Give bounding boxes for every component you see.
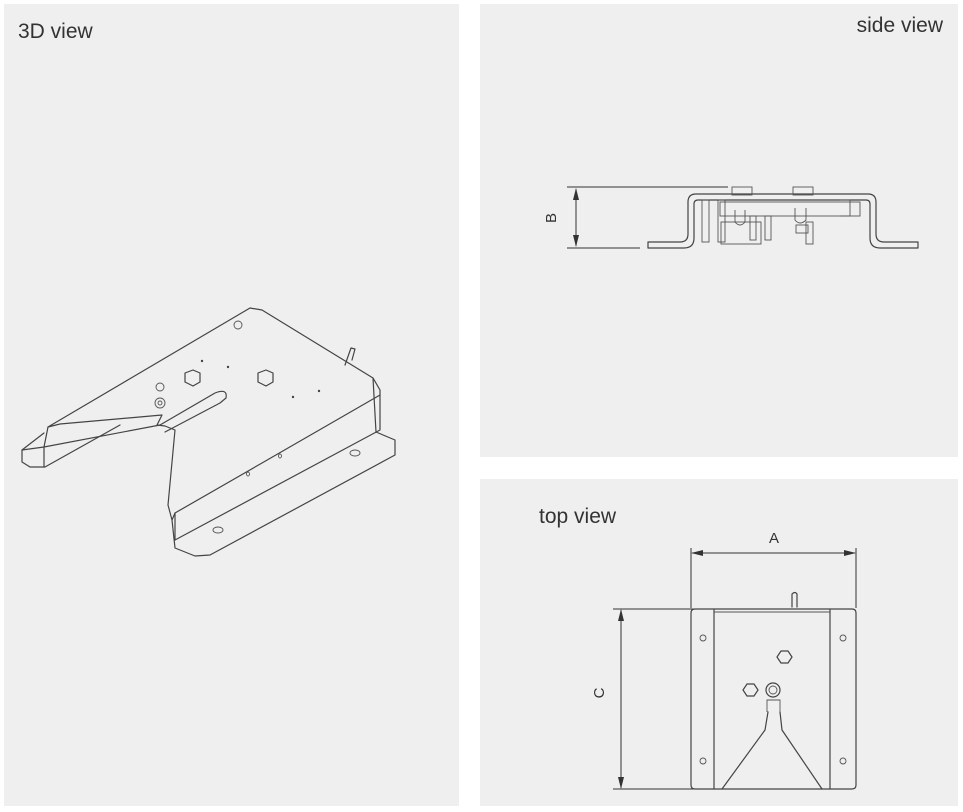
- panel-top-view: top view A C: [480, 479, 958, 806]
- panel-3d-view: 3D view: [4, 4, 459, 806]
- dimension-a-label: A: [769, 530, 779, 547]
- panel-side-view: side view B: [480, 4, 958, 457]
- dimension-c-label: C: [591, 687, 608, 698]
- panel-title-3d-view: 3D view: [18, 20, 93, 43]
- bracket-3d-drawing: [21, 307, 396, 557]
- panel-title-side-view: side view: [856, 14, 943, 37]
- dimension-b-label: B: [543, 213, 560, 223]
- bracket-side-drawing: B: [543, 186, 919, 249]
- bracket-top-drawing: A C: [591, 530, 857, 790]
- panel-title-top-view: top view: [539, 505, 617, 528]
